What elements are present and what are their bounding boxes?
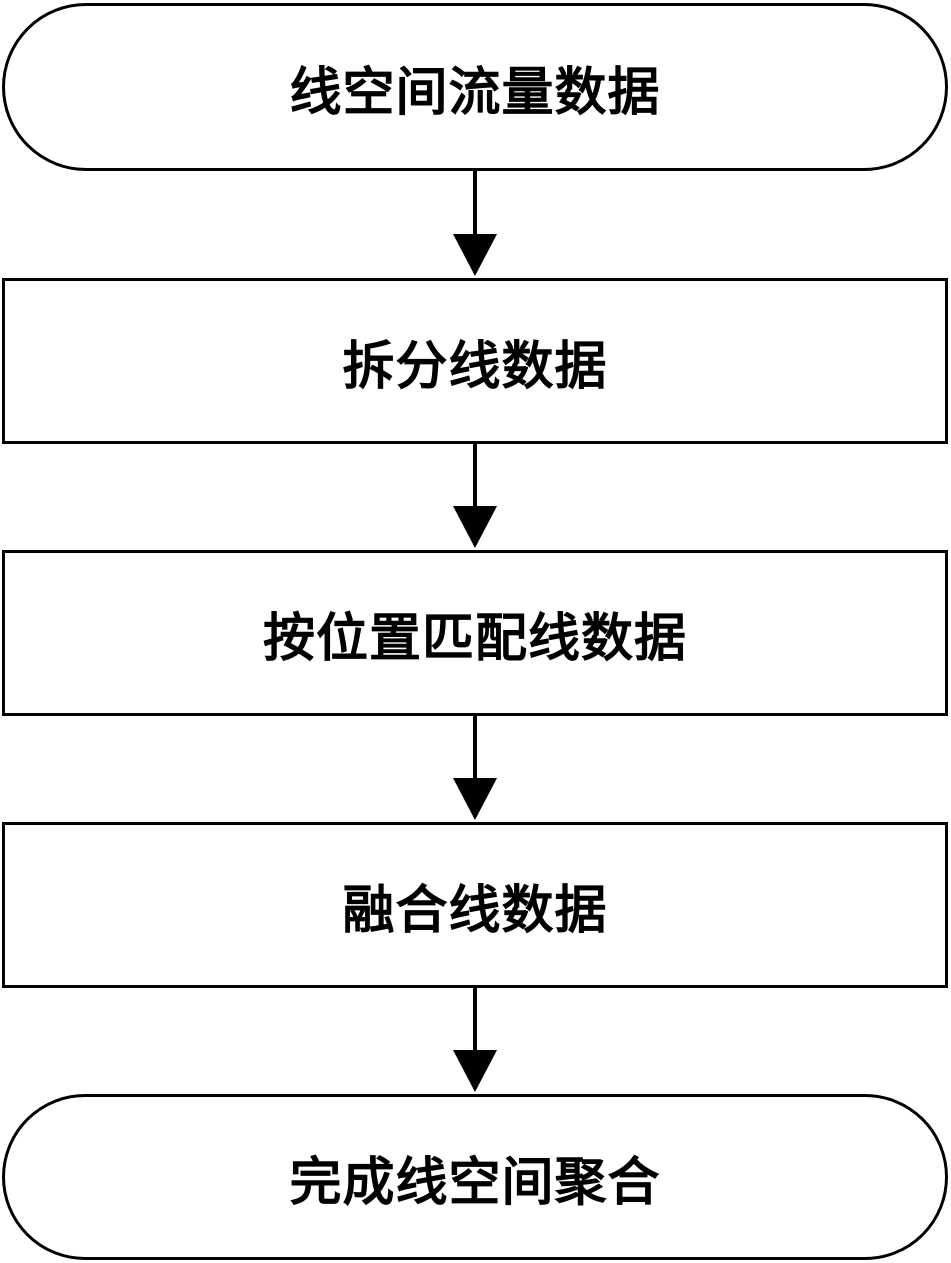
start-terminal-node: 线空间流量数据: [2, 3, 948, 171]
match-label: 按位置匹配线数据: [262, 607, 687, 669]
arrow-split-to-match: [453, 444, 497, 548]
split-process-node: 拆分线数据: [2, 278, 948, 444]
start-label: 线空间流量数据: [289, 61, 661, 123]
match-process-node: 按位置匹配线数据: [2, 550, 948, 716]
arrow-start-to-split: [453, 171, 497, 276]
end-terminal-node: 完成线空间聚合: [2, 1094, 948, 1260]
merge-process-node: 融合线数据: [2, 822, 948, 988]
merge-label: 融合线数据: [342, 879, 608, 941]
arrow-merge-to-end: [453, 988, 497, 1092]
split-label: 拆分线数据: [342, 335, 608, 397]
end-label: 完成线空间聚合: [289, 1151, 661, 1213]
arrow-match-to-merge: [453, 716, 497, 820]
